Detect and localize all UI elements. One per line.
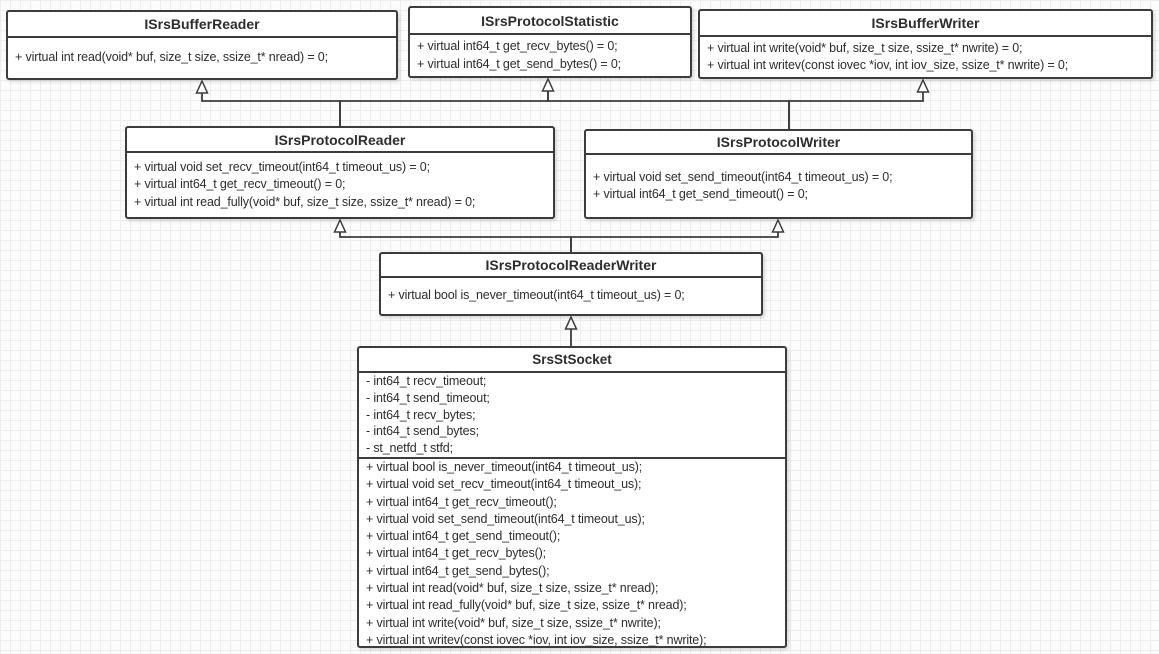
class-methods: + virtual int64_t get_recv_bytes() = 0; +… [410, 35, 690, 76]
member-line: + virtual int64_t get_recv_bytes(); [366, 546, 546, 561]
member-line: + virtual int writev(const iovec *iov, i… [366, 632, 707, 647]
relation-readerwriter-protocolwriter[interactable] [570, 218, 785, 252]
member-line: + virtual int64_t get_recv_bytes() = 0; [417, 39, 618, 54]
class-title: ISrsProtocolWriter [586, 131, 971, 155]
member-line: + virtual bool is_never_timeout(int64_t … [388, 288, 685, 303]
member-line: + virtual int64_t get_send_bytes(); [366, 563, 550, 578]
member-line: + virtual int read(void* buf, size_t siz… [15, 50, 328, 65]
relation-protocolreader-protocolstatistic[interactable] [339, 77, 555, 126]
class-methods: + virtual void set_recv_timeout(int64_t … [127, 153, 553, 217]
member-line: + virtual int64_t get_recv_timeout() = 0… [134, 177, 346, 192]
class-box-isrsbufferwriter[interactable]: ISrsBufferWriter + virtual int write(voi… [698, 9, 1153, 79]
relation-protocolwriter-bufferwriter[interactable] [788, 78, 930, 129]
class-methods: + virtual void set_send_timeout(int64_t … [586, 155, 971, 217]
member-line: + virtual int64_t get_send_timeout() = 0… [593, 187, 808, 201]
class-fields: - int64_t recv_timeout; - int64_t send_ti… [359, 373, 785, 459]
member-line: + virtual bool is_never_timeout(int64_t … [366, 459, 643, 474]
member-line: + virtual int read(void* buf, size_t siz… [366, 581, 659, 596]
class-box-srsstsocket[interactable]: SrsStSocket - int64_t recv_timeout;- int… [357, 346, 787, 648]
relation-srsstsocket-readerwriter[interactable] [564, 315, 578, 346]
member-line: - int64_t recv_bytes; [366, 407, 476, 422]
class-methods: + virtual bool is_never_timeout(int64_t … [381, 278, 761, 314]
member-line: - int64_t recv_timeout; [366, 374, 487, 388]
class-box-isrsprotocolreader[interactable]: ISrsProtocolReader + virtual void set_re… [125, 126, 555, 219]
member-line: + virtual int64_t get_send_bytes() = 0; [417, 56, 622, 71]
member-line: + virtual int write(void* buf, size_t si… [366, 615, 661, 630]
member-line: + virtual void set_recv_timeout(int64_t … [134, 159, 430, 174]
class-methods: + virtual int write(void* buf, size_t si… [700, 37, 1151, 77]
class-title: SrsStSocket [359, 348, 785, 373]
member-line: + virtual void set_send_timeout(int64_t … [593, 169, 893, 184]
class-box-isrsprotocolwriter[interactable]: ISrsProtocolWriter + virtual void set_se… [584, 129, 973, 219]
member-line: + virtual void set_recv_timeout(int64_t … [366, 477, 642, 492]
relation-protocolreader-bufferreader[interactable] [195, 79, 341, 126]
class-title: ISrsBufferReader [8, 12, 396, 38]
member-line: + virtual void set_send_timeout(int64_t … [366, 511, 645, 526]
member-line: + virtual int64_t get_recv_timeout(); [366, 494, 557, 509]
member-line: + virtual int read_fully(void* buf, size… [134, 194, 476, 209]
relation-readerwriter-protocolreader[interactable] [333, 218, 572, 252]
class-box-isrsprotocolreaderwriter[interactable]: ISrsProtocolReaderWriter + virtual bool … [379, 252, 763, 316]
member-line: - int64_t send_timeout; [366, 390, 490, 405]
class-title: ISrsProtocolReader [127, 128, 553, 153]
member-line: + virtual int read_fully(void* buf, size… [366, 598, 687, 613]
member-line: - int64_t send_bytes; [366, 424, 479, 439]
class-methods: + virtual bool is_never_timeout(int64_t … [359, 459, 785, 649]
class-title: ISrsBufferWriter [700, 11, 1151, 37]
class-box-isrsbufferreader[interactable]: ISrsBufferReader + virtual int read(void… [6, 10, 398, 80]
class-methods: + virtual int read(void* buf, size_t siz… [8, 38, 396, 78]
member-line: - st_netfd_t stfd; [366, 441, 453, 456]
member-line: + virtual int write(void* buf, size_t si… [707, 40, 1023, 55]
class-title: ISrsProtocolStatistic [410, 8, 690, 35]
class-title: ISrsProtocolReaderWriter [381, 254, 761, 278]
class-box-isrsprotocolstatistic[interactable]: ISrsProtocolStatistic + virtual int64_t … [408, 6, 692, 78]
relation-protocolwriter-protocolstatistic[interactable] [547, 91, 790, 129]
member-line: + virtual int64_t get_send_timeout(); [366, 529, 561, 544]
member-line: + virtual int writev(const iovec *iov, i… [707, 58, 1069, 72]
